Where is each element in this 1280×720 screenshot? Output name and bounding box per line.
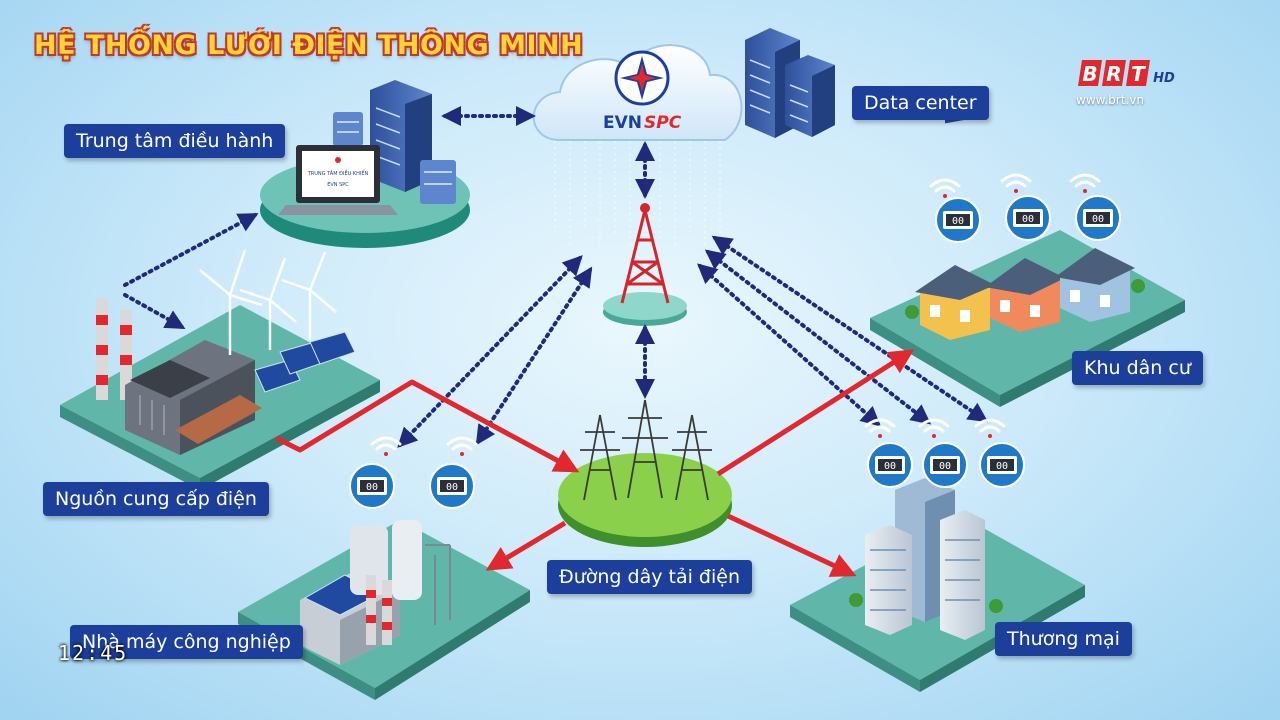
data-stream-lines xyxy=(554,135,721,250)
laptop-screen-line-1: TRUNG TÂM ĐIỀU KHIỂN xyxy=(307,169,369,177)
svg-text:00: 00 xyxy=(446,482,458,493)
label-residential: Khu dân cư xyxy=(1072,351,1203,385)
meter-icon: 00 xyxy=(429,463,475,509)
label-industrial: Nhà máy công nghiệp xyxy=(70,625,303,659)
meter-icon: 00 xyxy=(1005,195,1051,241)
meter-icon: 00 xyxy=(935,197,981,243)
industrial-plant xyxy=(300,520,451,665)
power-flow-arrows xyxy=(274,349,915,577)
label-data-center: Data center xyxy=(852,86,989,120)
wifi-icons xyxy=(370,173,1101,456)
solar-panels xyxy=(254,331,356,393)
svg-text:00: 00 xyxy=(884,461,896,472)
label-control-center: Trung tâm điều hành xyxy=(64,124,286,158)
meter-icon: 00 xyxy=(922,442,968,488)
power-plant xyxy=(96,298,262,455)
meter-icon: 00 xyxy=(979,442,1025,488)
transmission-platform xyxy=(558,453,732,547)
meter-icon: 00 xyxy=(867,442,913,488)
data-flow-arrows xyxy=(123,106,989,448)
svg-text:R: R xyxy=(1106,62,1121,86)
svg-text:00: 00 xyxy=(1022,214,1034,225)
laptop-screen-line-2: EVN SPC xyxy=(327,182,349,188)
clock-overlay: 12:45 xyxy=(58,641,129,665)
cloud-brand-evn: EVN xyxy=(603,113,642,133)
wind-turbines xyxy=(199,249,337,355)
commercial-buildings xyxy=(849,478,1003,640)
cloud-brand-spc: SPC xyxy=(644,113,682,133)
meter-icon: 00 xyxy=(1075,195,1121,241)
meter-icon: 00 xyxy=(349,463,395,509)
page-title: HỆ THỐNG LƯỚI ĐIỆN THÔNG MINH xyxy=(34,30,584,61)
evnspc-cloud: EVN SPC xyxy=(532,44,743,141)
cell-tower-icon xyxy=(620,209,670,304)
control-center-servers xyxy=(333,80,456,204)
brt-logo: B R T HD xyxy=(1078,60,1175,86)
svg-text:00: 00 xyxy=(939,461,951,472)
control-laptop: TRUNG TÂM ĐIỀU KHIỂN EVN SPC xyxy=(278,145,398,215)
label-transmission: Đường dây tải điện xyxy=(547,560,753,594)
label-power-supply: Nguồn cung cấp điện xyxy=(43,482,269,516)
tower-platform xyxy=(603,292,687,326)
label-commercial: Thương mại xyxy=(995,622,1132,656)
svg-text:00: 00 xyxy=(952,216,964,227)
logo-hd: HD xyxy=(1153,71,1175,86)
transmission-pylons xyxy=(580,399,712,501)
svg-text:00: 00 xyxy=(996,461,1008,472)
svg-text:T: T xyxy=(1131,62,1146,86)
svg-text:00: 00 xyxy=(1092,214,1104,225)
svg-text:B: B xyxy=(1082,62,1097,86)
channel-url: www.brt.vn xyxy=(1076,93,1144,107)
data-center-servers xyxy=(745,28,835,138)
svg-text:00: 00 xyxy=(366,482,378,493)
